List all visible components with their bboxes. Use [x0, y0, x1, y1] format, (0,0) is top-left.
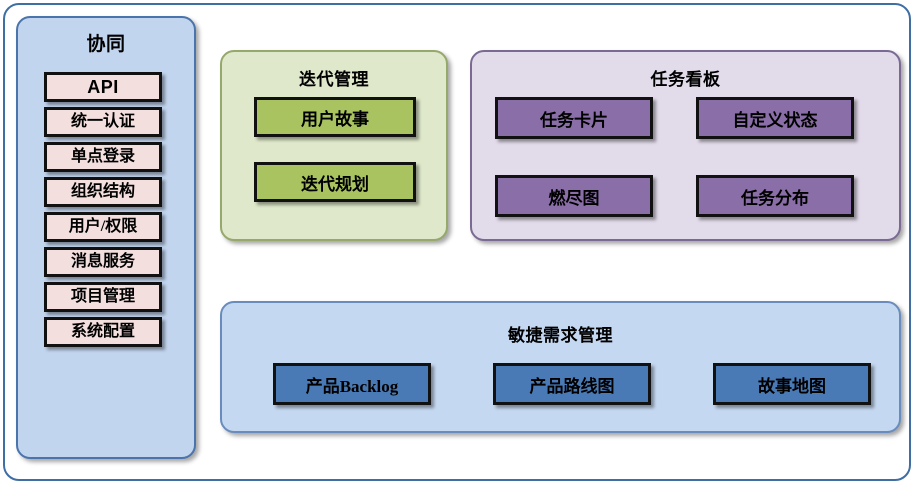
collaboration-panel-title: 协同	[86, 34, 126, 55]
sidebar-item-unified-auth[interactable]: 统一认证	[44, 107, 162, 137]
iteration-item-user-story[interactable]: 用户故事	[254, 97, 416, 137]
agile-requirement-panel: 敏捷需求管理 产品Backlog 产品路线图 故事地图	[220, 301, 901, 433]
kanban-item-custom-status[interactable]: 自定义状态	[696, 97, 854, 139]
kanban-item-burndown-chart[interactable]: 燃尽图	[495, 175, 653, 217]
agile-requirement-panel-title: 敏捷需求管理	[508, 326, 613, 345]
sidebar-item-org-structure[interactable]: 组织结构	[44, 177, 162, 207]
sidebar-item-message-service[interactable]: 消息服务	[44, 247, 162, 277]
sidebar-item-api[interactable]: API	[44, 72, 162, 102]
requirement-item-story-map[interactable]: 故事地图	[713, 363, 871, 405]
kanban-item-task-distribution[interactable]: 任务分布	[696, 175, 854, 217]
sidebar-item-project-management[interactable]: 项目管理	[44, 282, 162, 312]
task-kanban-panel: 任务看板 任务卡片 自定义状态 燃尽图 任务分布	[470, 50, 901, 241]
task-kanban-panel-title: 任务看板	[650, 70, 721, 89]
diagram-canvas: 协同 API 统一认证 单点登录 组织结构 用户/权限 消息服务 项目管理 系统…	[3, 3, 911, 481]
requirement-item-product-backlog[interactable]: 产品Backlog	[273, 363, 431, 405]
requirement-item-product-roadmap[interactable]: 产品路线图	[493, 363, 651, 405]
iteration-management-panel: 迭代管理 用户故事 迭代规划	[220, 50, 448, 241]
kanban-item-task-card[interactable]: 任务卡片	[495, 97, 653, 139]
sidebar-item-user-permission[interactable]: 用户/权限	[44, 212, 162, 242]
iteration-management-panel-title: 迭代管理	[299, 70, 369, 89]
sidebar-item-sso[interactable]: 单点登录	[44, 142, 162, 172]
collaboration-panel: 协同 API 统一认证 单点登录 组织结构 用户/权限 消息服务 项目管理 系统…	[16, 16, 196, 459]
sidebar-item-system-config[interactable]: 系统配置	[44, 317, 162, 347]
iteration-item-iteration-plan[interactable]: 迭代规划	[254, 162, 416, 202]
